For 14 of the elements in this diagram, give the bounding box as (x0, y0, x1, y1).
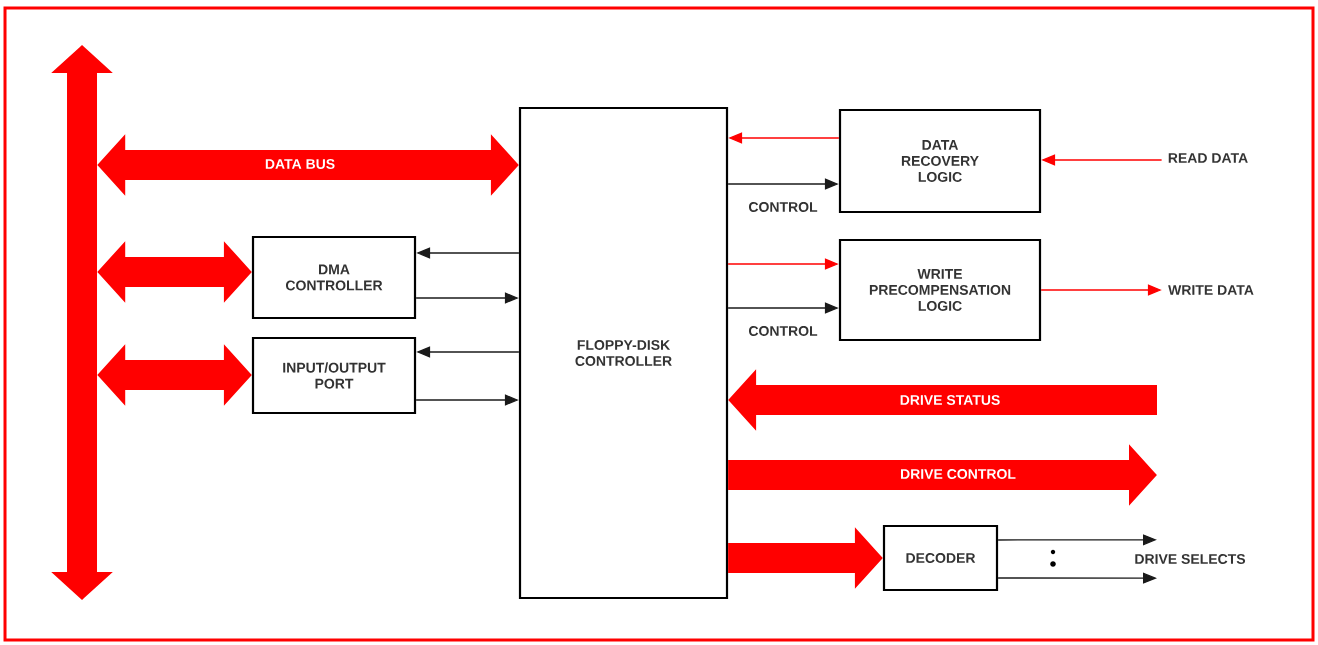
edge-label: CONTROL (749, 326, 818, 336)
signal-label: WRITE DATA (1168, 285, 1254, 295)
edge-label: DRIVE CONTROL (901, 469, 1016, 479)
block-box: DATA RECOVERY LOGIC (838, 108, 1042, 214)
edge-label: CONTROL (749, 202, 818, 212)
block-box: DECODER (882, 524, 999, 592)
edge-label: DRIVE STATUS (900, 395, 1000, 405)
block-box: FLOPPY-DISK CONTROLLER (518, 106, 729, 600)
signal-label: DRIVE SELECTS (1135, 554, 1246, 564)
edge-label: DATA BUS (265, 159, 335, 169)
block-box: DMA CONTROLLER (251, 235, 417, 320)
block-box: WRITE PRECOMPENSATION LOGIC (838, 238, 1042, 342)
block-box: INPUT/OUTPUT PORT (251, 336, 417, 415)
signal-label: READ DATA (1168, 153, 1248, 163)
